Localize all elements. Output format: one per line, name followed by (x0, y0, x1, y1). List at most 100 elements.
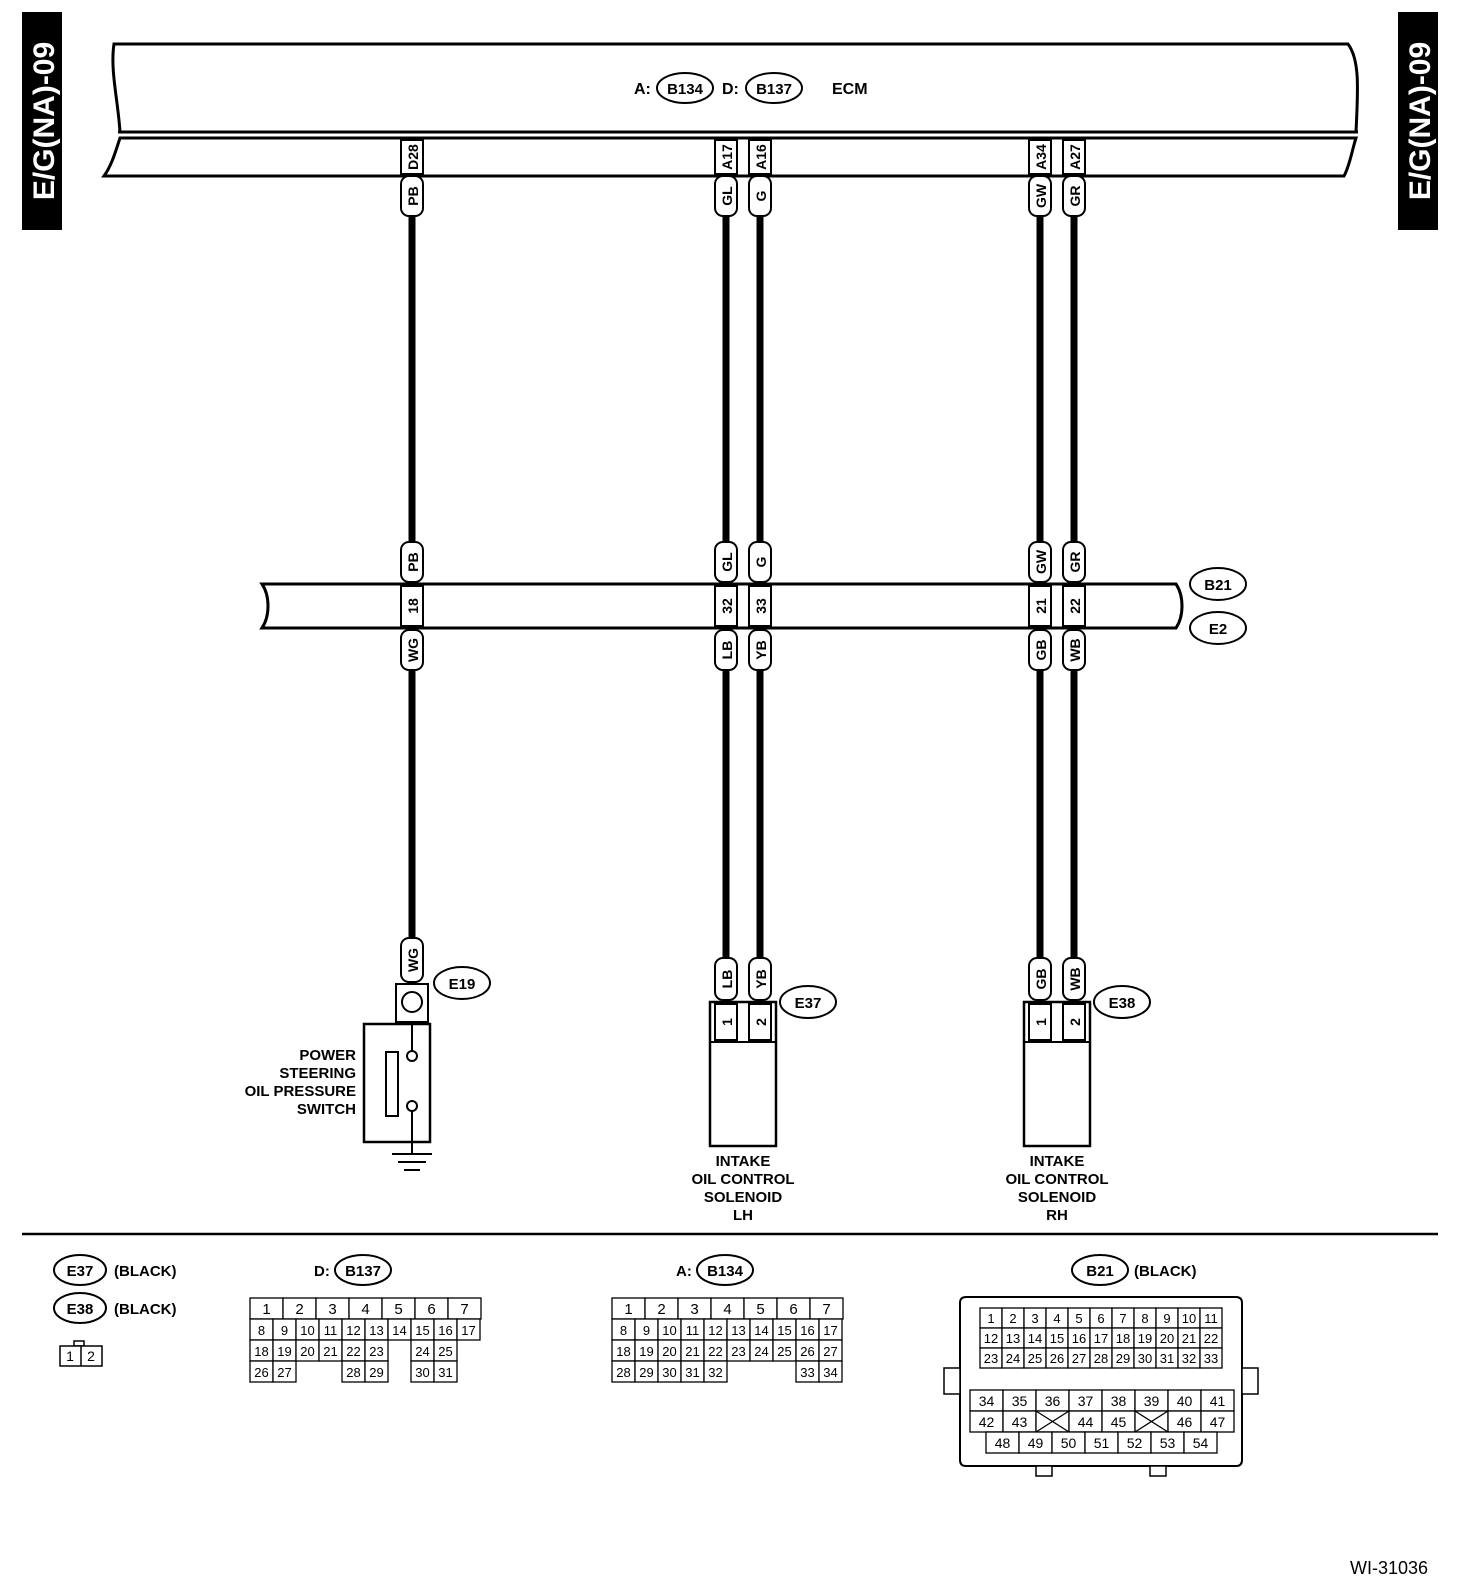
pin-number: 47 (1210, 1414, 1226, 1430)
e19-name-line3: OIL PRESSURE (245, 1083, 356, 1100)
pin-number: 50 (1061, 1435, 1077, 1451)
pin-number: 19 (639, 1344, 653, 1359)
e38-oval (1093, 985, 1151, 1019)
terminal-d28: D28 (405, 144, 421, 170)
pin-number: 2 (295, 1301, 303, 1318)
legend-d-prefix: D: (314, 1263, 330, 1280)
b21-oval (1189, 567, 1247, 601)
legend-small-connector: 1 2 (59, 1340, 103, 1367)
pin-number: 32 (708, 1365, 722, 1380)
ecm-conn-a-oval (656, 72, 714, 104)
junction-lower-gb: GB (1033, 640, 1049, 661)
pin-number: 27 (823, 1344, 837, 1359)
e37-name-line4: LH (733, 1207, 753, 1224)
pin-number: 26 (800, 1344, 814, 1359)
pin-cell (703, 1360, 728, 1383)
junction-conn-bottom: E2 (1209, 621, 1227, 638)
wire-color-gw-top: GW (1033, 183, 1049, 208)
pin-number: 37 (1078, 1393, 1094, 1409)
pin-blank-mark (1035, 1410, 1070, 1433)
pin-number: 1 (262, 1301, 270, 1318)
pin-number: 6 (427, 1301, 435, 1318)
e37-pin-1: 1 (719, 1018, 735, 1026)
e38-wire-gb: GB (1033, 969, 1049, 990)
legend-a-prefix: A: (676, 1263, 692, 1280)
pin-number: 27 (1072, 1351, 1086, 1366)
pin-number: 41 (1210, 1393, 1226, 1409)
pin-number: 16 (1072, 1331, 1086, 1346)
pin-number: 14 (754, 1323, 768, 1338)
pin-number: 25 (1028, 1351, 1042, 1366)
legend-d-conn: B137 (345, 1263, 381, 1280)
pin-number: 38 (1111, 1393, 1127, 1409)
legend-small-pin-2: 2 (87, 1348, 95, 1364)
pin-number: 3 (328, 1301, 336, 1318)
legend-e38-oval (53, 1292, 107, 1324)
pin-number: 12 (984, 1331, 998, 1346)
legend-b137-oval (334, 1254, 392, 1286)
pin-number: 31 (1160, 1351, 1174, 1366)
pin-number: 25 (777, 1344, 791, 1359)
pin-number: 23 (984, 1351, 998, 1366)
page-tag-right-text: E/G(NA)-09 (1404, 42, 1437, 200)
junction-pin-18: 18 (405, 598, 421, 614)
pin-number: 15 (415, 1323, 429, 1338)
e38-wire-wb: WB (1067, 967, 1083, 990)
pin-number: 30 (662, 1365, 676, 1380)
pin-number: 26 (1050, 1351, 1064, 1366)
terminal-a17: A17 (719, 144, 735, 170)
legend-b21-oval (1071, 1254, 1129, 1286)
pin-number: 14 (392, 1323, 406, 1338)
junction-pin-22: 22 (1067, 598, 1083, 614)
page-tag-left-text: E/G(NA)-09 (28, 42, 61, 200)
junction-pins: 18 32 33 21 22 (400, 585, 1086, 627)
legend-e37-oval (53, 1254, 107, 1286)
pin-number: 30 (1138, 1351, 1152, 1366)
pin-number: 26 (254, 1365, 268, 1380)
e37-pin-2: 2 (753, 1018, 769, 1026)
figure-id: WI-31036 (1350, 1558, 1428, 1578)
pin-number: 36 (1045, 1393, 1061, 1409)
junction-conn-top: B21 (1204, 577, 1232, 594)
junction-upper-gr: GR (1067, 552, 1083, 573)
e38-pin-2: 2 (1067, 1018, 1083, 1026)
e38-name-line3: SOLENOID (1018, 1189, 1097, 1206)
pin-number: 15 (777, 1323, 791, 1338)
legend-b134-oval (696, 1254, 754, 1286)
pin-number: 25 (438, 1344, 452, 1359)
junction-lower-wg: WG (405, 638, 421, 662)
junction-pin-32: 32 (719, 598, 735, 614)
pin-number: 29 (369, 1365, 383, 1380)
legend-e38-conn: E38 (67, 1301, 94, 1318)
pin-number: 2 (1009, 1311, 1016, 1326)
pin-number: 17 (823, 1323, 837, 1338)
pin-number: 24 (754, 1344, 768, 1359)
junction-lower-wb: WB (1067, 638, 1083, 661)
e2-oval (1189, 611, 1247, 645)
pin-number: 10 (662, 1323, 676, 1338)
pin-number: 54 (1193, 1435, 1209, 1451)
pin-number: 11 (324, 1323, 338, 1338)
pin-number: 12 (346, 1323, 360, 1338)
pin-number: 21 (1182, 1331, 1196, 1346)
e19-switch: WG (362, 937, 432, 1171)
pin-number: 6 (1097, 1311, 1104, 1326)
pin-number: 8 (258, 1323, 265, 1338)
pin-number: 40 (1177, 1393, 1193, 1409)
ecm-prefix-d: D: (722, 81, 739, 98)
pin-number: 28 (346, 1365, 360, 1380)
junction-lower-yb: YB (753, 640, 769, 659)
pin-number: 21 (685, 1344, 699, 1359)
pin-number: 33 (800, 1365, 814, 1380)
pin-number: 45 (1111, 1414, 1127, 1430)
pin-number: 32 (1182, 1351, 1196, 1366)
pin-number: 24 (1006, 1351, 1020, 1366)
pin-number: 44 (1078, 1414, 1094, 1430)
pin-number: 7 (1119, 1311, 1126, 1326)
pin-number: 53 (1160, 1435, 1176, 1451)
pin-number: 31 (685, 1365, 699, 1380)
ecm-terminals: D28 A17 A16 A34 A27 (400, 139, 1086, 175)
pin-cell (433, 1360, 458, 1383)
